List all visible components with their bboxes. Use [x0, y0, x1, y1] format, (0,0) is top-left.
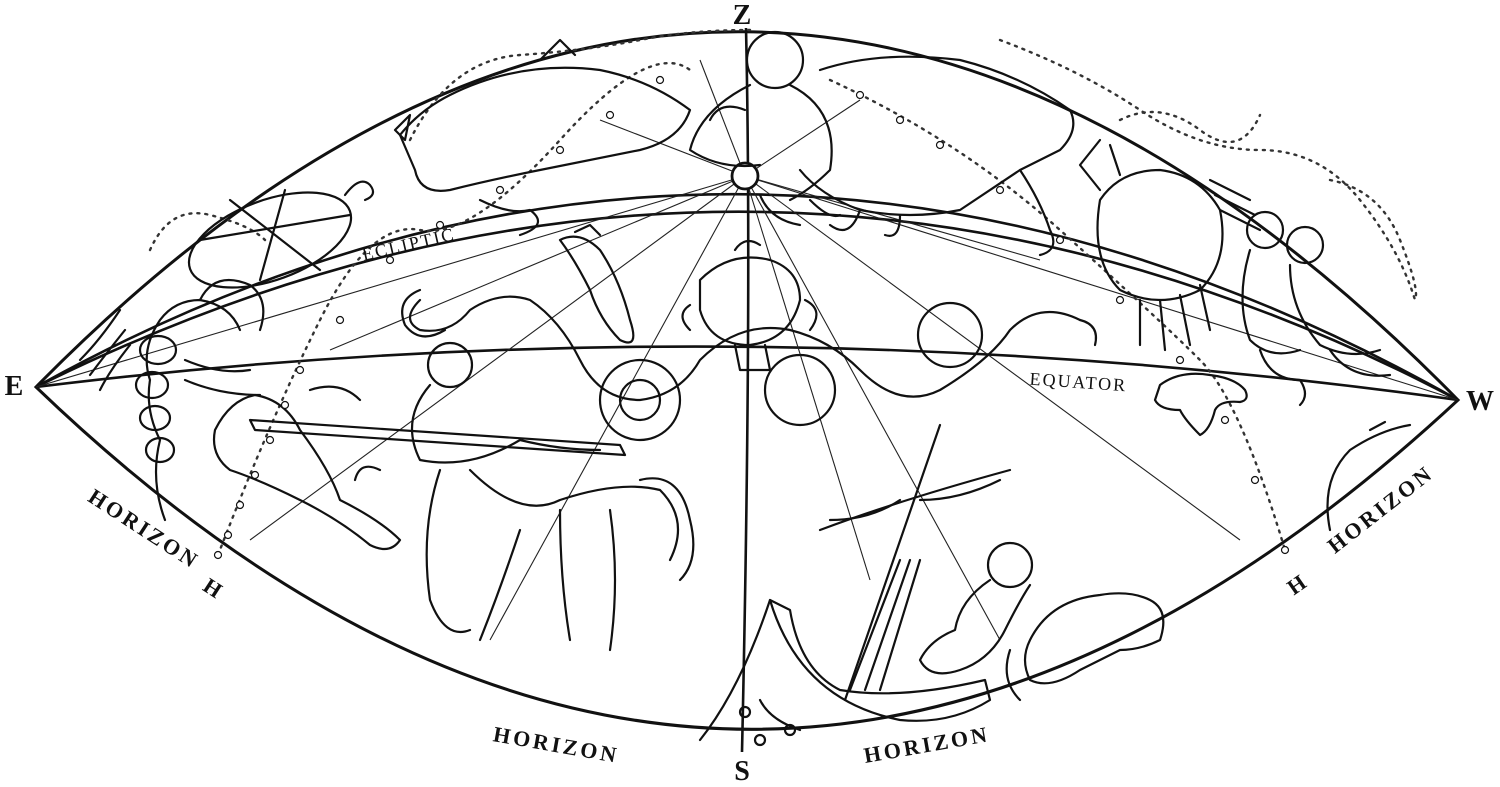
hydra-serpent-figure [401, 288, 1098, 442]
ursa-figure-right [798, 55, 1075, 257]
ecliptic-label: ECLIPTIC [360, 224, 457, 265]
h-label-left: H [199, 573, 229, 605]
horizon-label-bottom-right: HORIZON [862, 721, 992, 768]
corvus-crow-figure [558, 223, 635, 344]
ram-figure [918, 541, 1034, 675]
cancer-crab-figure [1078, 138, 1262, 352]
canis-minor-figure [1153, 372, 1248, 437]
canis-major-figure [1005, 592, 1165, 702]
libra-wheel-figure [187, 180, 375, 289]
right-edge-figure [1326, 420, 1412, 532]
ecliptic-circle [35, 210, 1459, 402]
south-label: S [734, 756, 750, 787]
horizon-label-bottom-left: HORIZON [491, 721, 621, 768]
star-chains [148, 28, 1418, 557]
centaur-figure [248, 341, 695, 652]
equator-label: EQUATOR [1029, 369, 1128, 396]
pole-rays [35, 59, 1459, 641]
horizon-label-left: HORIZON [84, 484, 204, 574]
crater-cup-figure [681, 239, 818, 372]
east-label: E [5, 371, 24, 402]
horizon-label-right: HORIZON [1323, 460, 1439, 558]
pole-star [730, 161, 760, 191]
scorpion-figure [78, 278, 265, 522]
hercules-figure [688, 30, 842, 227]
ursa-figure-left [393, 38, 692, 237]
west-label: W [1466, 386, 1494, 417]
meridian-line [740, 27, 750, 753]
wolf-figure [212, 385, 402, 551]
h-label-right: H [1282, 568, 1313, 600]
equator-circle [35, 345, 1459, 402]
argo-ship-figure [698, 423, 1012, 747]
zenith-label: Z [733, 0, 752, 31]
gemini-twins-figure [1241, 210, 1392, 407]
star-points [213, 75, 1290, 560]
